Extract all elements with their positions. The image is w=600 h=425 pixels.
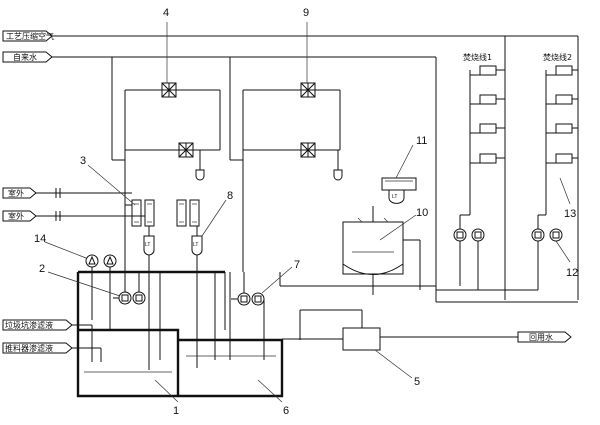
callout-1: 1 (173, 405, 179, 417)
callout-6: 6 (283, 405, 289, 417)
tank-1 (76, 270, 225, 398)
incineration-line-2-label: 焚烧线2 (543, 52, 572, 62)
outdoor-feed-lines (36, 188, 145, 221)
tank-10-pipes (224, 239, 436, 330)
nozzle-group-1 (479, 65, 497, 164)
flow-switch-right (176, 199, 200, 227)
pump-pair-line-1 (453, 214, 485, 290)
output-reuse-water: 回用水 (517, 331, 572, 343)
callout-9: 9 (303, 7, 309, 19)
input-outdoor-1-label: 室外 (8, 188, 24, 198)
output-reuse-water-label: 回用水 (529, 332, 553, 342)
level-transmitter-right-tag: LT (193, 242, 198, 248)
tank-pipes (72, 215, 265, 362)
incineration-line-2: 焚烧线2 (543, 52, 578, 215)
drain-trap-right-icon (333, 169, 343, 181)
pressure-gauges (85, 254, 117, 272)
instrument-11-tag: LT (392, 194, 397, 200)
callout-7: 7 (294, 259, 300, 271)
input-outdoor-1: 室外 (2, 187, 37, 199)
input-outdoor-2-label: 室外 (8, 211, 24, 221)
callout-5: 5 (414, 376, 420, 388)
drain-trap-left-icon (195, 169, 205, 181)
nozzle-group-2 (555, 65, 573, 164)
callout-4: 4 (163, 7, 169, 19)
water-levels (84, 355, 276, 373)
incineration-line-1: 焚烧线1 (463, 52, 505, 215)
input-compressed-air-label: 工艺压缩空气 (6, 31, 54, 41)
flow-switch-left (125, 199, 155, 227)
pump-pair-12 (436, 214, 563, 291)
input-outdoor-2: 室外 (2, 210, 37, 222)
level-transmitter-right: LT (191, 226, 203, 368)
header-pipes (52, 35, 579, 303)
level-transmitter-left: LT (143, 226, 155, 370)
callouts: 4 9 3 8 11 10 13 12 14 2 7 1 6 5 (34, 7, 578, 417)
incineration-line-1-label: 焚烧线1 (463, 52, 492, 62)
callout-13: 13 (564, 208, 576, 220)
pump-pair-7 (231, 272, 265, 306)
callout-8: 8 (227, 190, 233, 202)
input-leachate-feeder-label: 推料器渗滤液 (5, 343, 53, 353)
tank-10 (342, 206, 404, 295)
input-tap-water-label: 自来水 (13, 52, 37, 62)
input-tap-water: 自来水 (2, 51, 53, 63)
pump-pair-2 (113, 272, 146, 305)
callout-11: 11 (416, 135, 427, 147)
filter-train-right (242, 82, 343, 240)
input-compressed-air: 工艺压缩空气 (2, 30, 54, 42)
callout-12: 12 (566, 267, 578, 279)
callout-14: 14 (34, 233, 46, 245)
filter-train-left (124, 82, 221, 215)
input-leachate-garbage-pit-label: 垃圾坑渗滤液 (5, 320, 53, 330)
callout-2: 2 (39, 263, 45, 275)
unit-5 (282, 309, 518, 351)
input-leachate-garbage-pit: 垃圾坑渗滤液 (2, 319, 73, 331)
level-transmitter-left-tag: LT (145, 242, 150, 248)
input-leachate-feeder: 推料器渗滤液 (2, 342, 73, 354)
callout-10: 10 (416, 207, 428, 219)
callout-3: 3 (80, 155, 86, 167)
instrument-11: LT (381, 177, 417, 204)
